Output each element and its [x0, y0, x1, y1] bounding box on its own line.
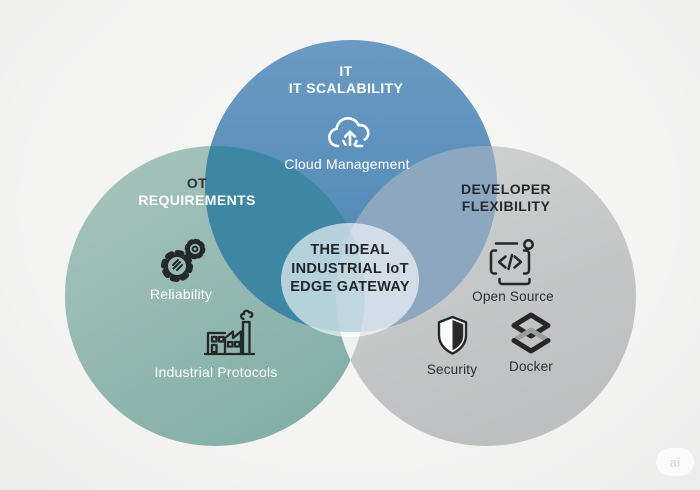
dev-title-line2: FLEXIBILITY — [461, 198, 551, 214]
open-source-label: Open Source — [472, 289, 554, 304]
it-title-line1: IT — [339, 63, 353, 79]
dev-title-line1: DEVELOPER — [461, 181, 551, 197]
security-label: Security — [426, 362, 478, 377]
docker-icon — [511, 312, 551, 354]
shield-icon — [437, 315, 468, 355]
dev-title: DEVELOPER FLEXIBILITY — [461, 181, 551, 215]
it-title-line2: IT SCALABILITY — [288, 80, 404, 96]
center-title-line3: EDGE GATEWAY — [290, 279, 410, 295]
center-title-line2: INDUSTRIAL IoT — [291, 260, 409, 277]
ot-title-line1: OT — [186, 175, 208, 191]
ot-title-line2: REQUIREMENTS — [138, 192, 256, 208]
center-title: THE IDEAL INDUSTRIAL IoT EDGE GATEWAY — [290, 241, 410, 297]
ot-title: OT REQUIREMENTS — [138, 175, 256, 209]
center-title-line1: THE IDEAL — [310, 242, 390, 258]
reliability-label: Reliability — [149, 286, 213, 302]
ai-watermark: ai — [656, 448, 694, 476]
code-window-icon — [489, 239, 534, 286]
cloud-management-label: Cloud Management — [284, 156, 410, 172]
docker-label: Docker — [509, 359, 553, 374]
center-highlight — [281, 223, 419, 337]
gears-icon — [161, 238, 206, 282]
it-title: IT IT SCALABILITY — [289, 63, 403, 97]
factory-icon — [203, 309, 256, 356]
industrial-protocols-label: Industrial Protocols — [154, 364, 278, 380]
cloud-upload-icon — [328, 117, 370, 148]
